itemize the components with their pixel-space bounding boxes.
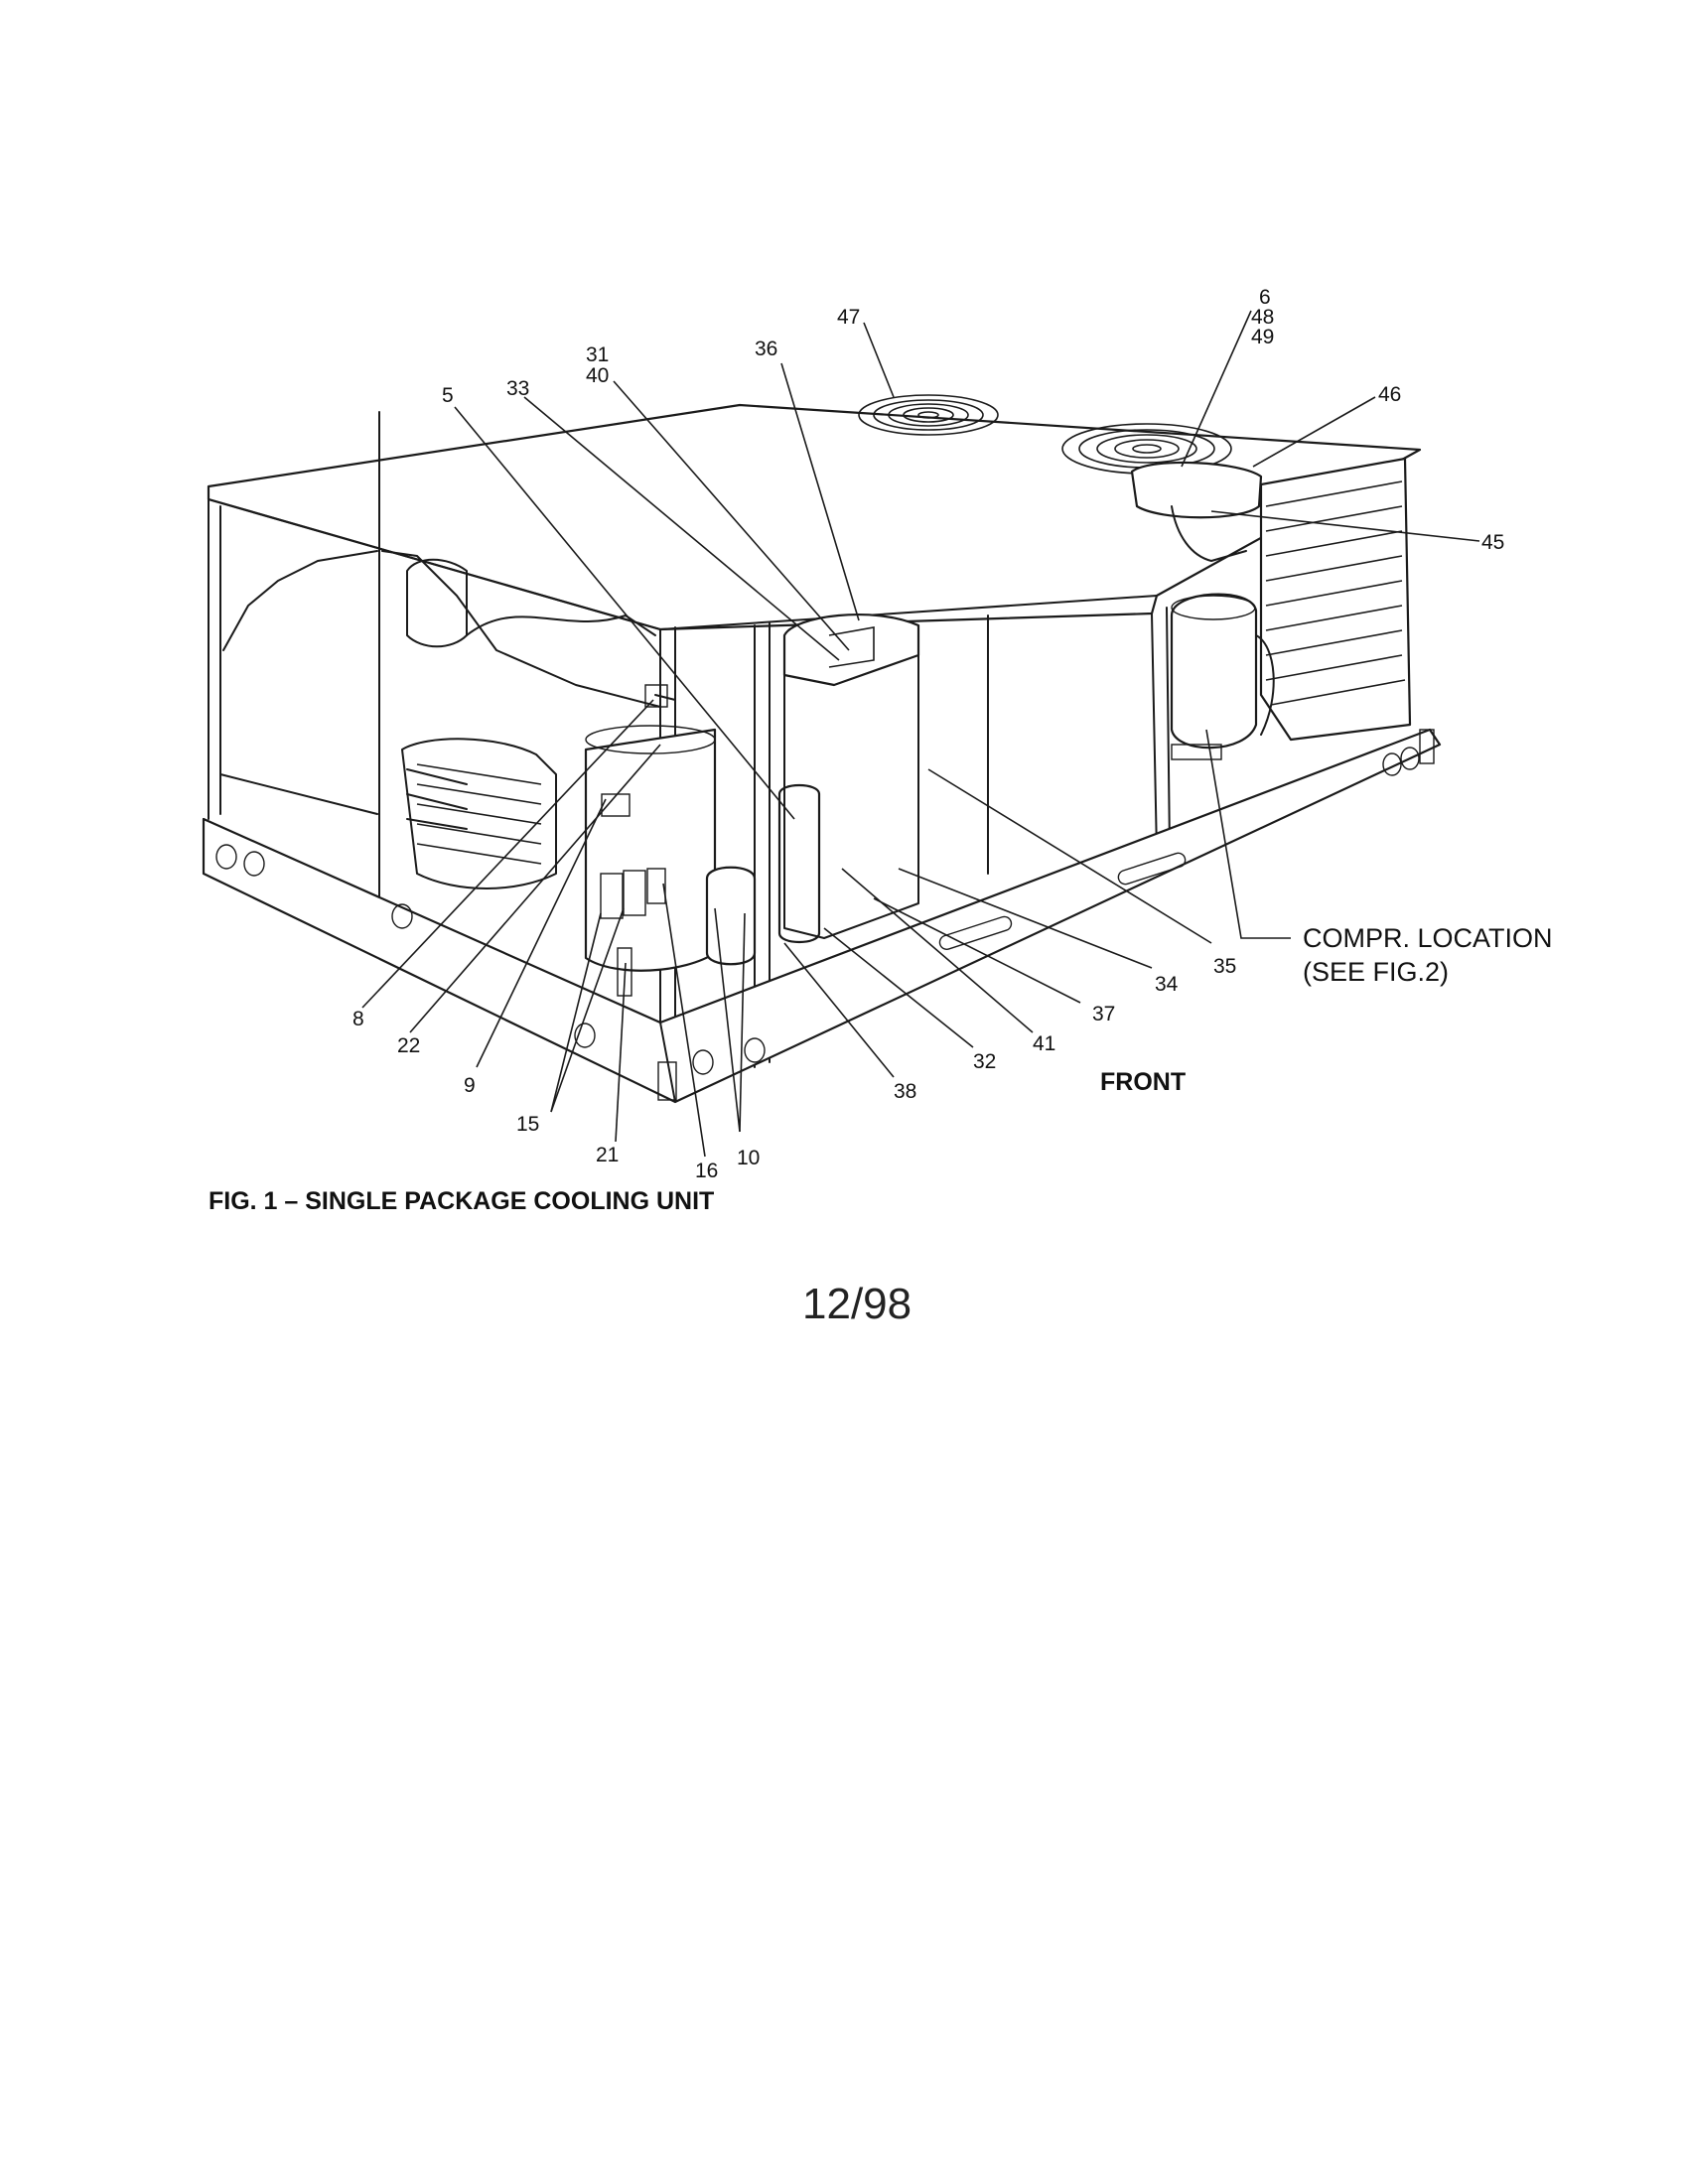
base-holes — [215, 747, 1420, 1075]
blower-motor — [705, 783, 821, 966]
callout-22: 22 — [397, 1034, 420, 1057]
callout-47: 47 — [837, 306, 860, 329]
leader-lines — [361, 310, 1480, 1158]
compressor-location-note: COMPR. LOCATION — [1303, 923, 1553, 953]
compressor-location-reference: (SEE FIG.2) — [1303, 957, 1449, 987]
condenser-fan-left — [858, 394, 999, 436]
indoor-fan-deck — [782, 613, 920, 939]
callout-9: 9 — [464, 1074, 476, 1097]
compressor — [1170, 593, 1275, 760]
callout-35: 35 — [1213, 955, 1236, 978]
callout-36: 36 — [755, 338, 777, 360]
callout-32: 32 — [973, 1050, 996, 1073]
callout-34: 34 — [1155, 973, 1179, 996]
condenser-coil — [1259, 457, 1412, 742]
callout-31: 31 — [586, 343, 609, 366]
callout-labels: 5 33 31 40 36 47 6 48 49 46 45 8 22 9 15… — [352, 286, 1504, 1182]
callout-5: 5 — [442, 384, 454, 407]
front-label: FRONT — [1100, 1068, 1186, 1096]
callout-33: 33 — [506, 377, 529, 400]
callout-37: 37 — [1092, 1003, 1115, 1025]
revision-date: 12/98 — [802, 1280, 912, 1328]
callout-46: 46 — [1378, 383, 1401, 406]
callout-45: 45 — [1481, 531, 1504, 554]
cabinet-drawing — [202, 394, 1442, 1104]
callout-10: 10 — [737, 1147, 760, 1169]
callout-8: 8 — [352, 1008, 364, 1030]
evaporator-coil — [401, 738, 557, 889]
callout-15: 15 — [516, 1113, 539, 1136]
figure-caption: FIG. 1 – SINGLE PACKAGE COOLING UNIT — [209, 1187, 714, 1215]
callout-41: 41 — [1033, 1032, 1055, 1055]
coil-bracket — [406, 558, 468, 648]
blower-housing — [584, 725, 717, 997]
callout-38: 38 — [894, 1080, 916, 1103]
callout-6: 6 — [1259, 286, 1271, 309]
callout-40: 40 — [586, 364, 609, 387]
callout-49: 49 — [1251, 326, 1274, 348]
callout-16: 16 — [695, 1160, 718, 1182]
base-rail — [202, 728, 1442, 1104]
fan-motor-bracket — [1130, 461, 1263, 519]
callout-48: 48 — [1251, 306, 1274, 329]
callout-21: 21 — [596, 1144, 619, 1166]
